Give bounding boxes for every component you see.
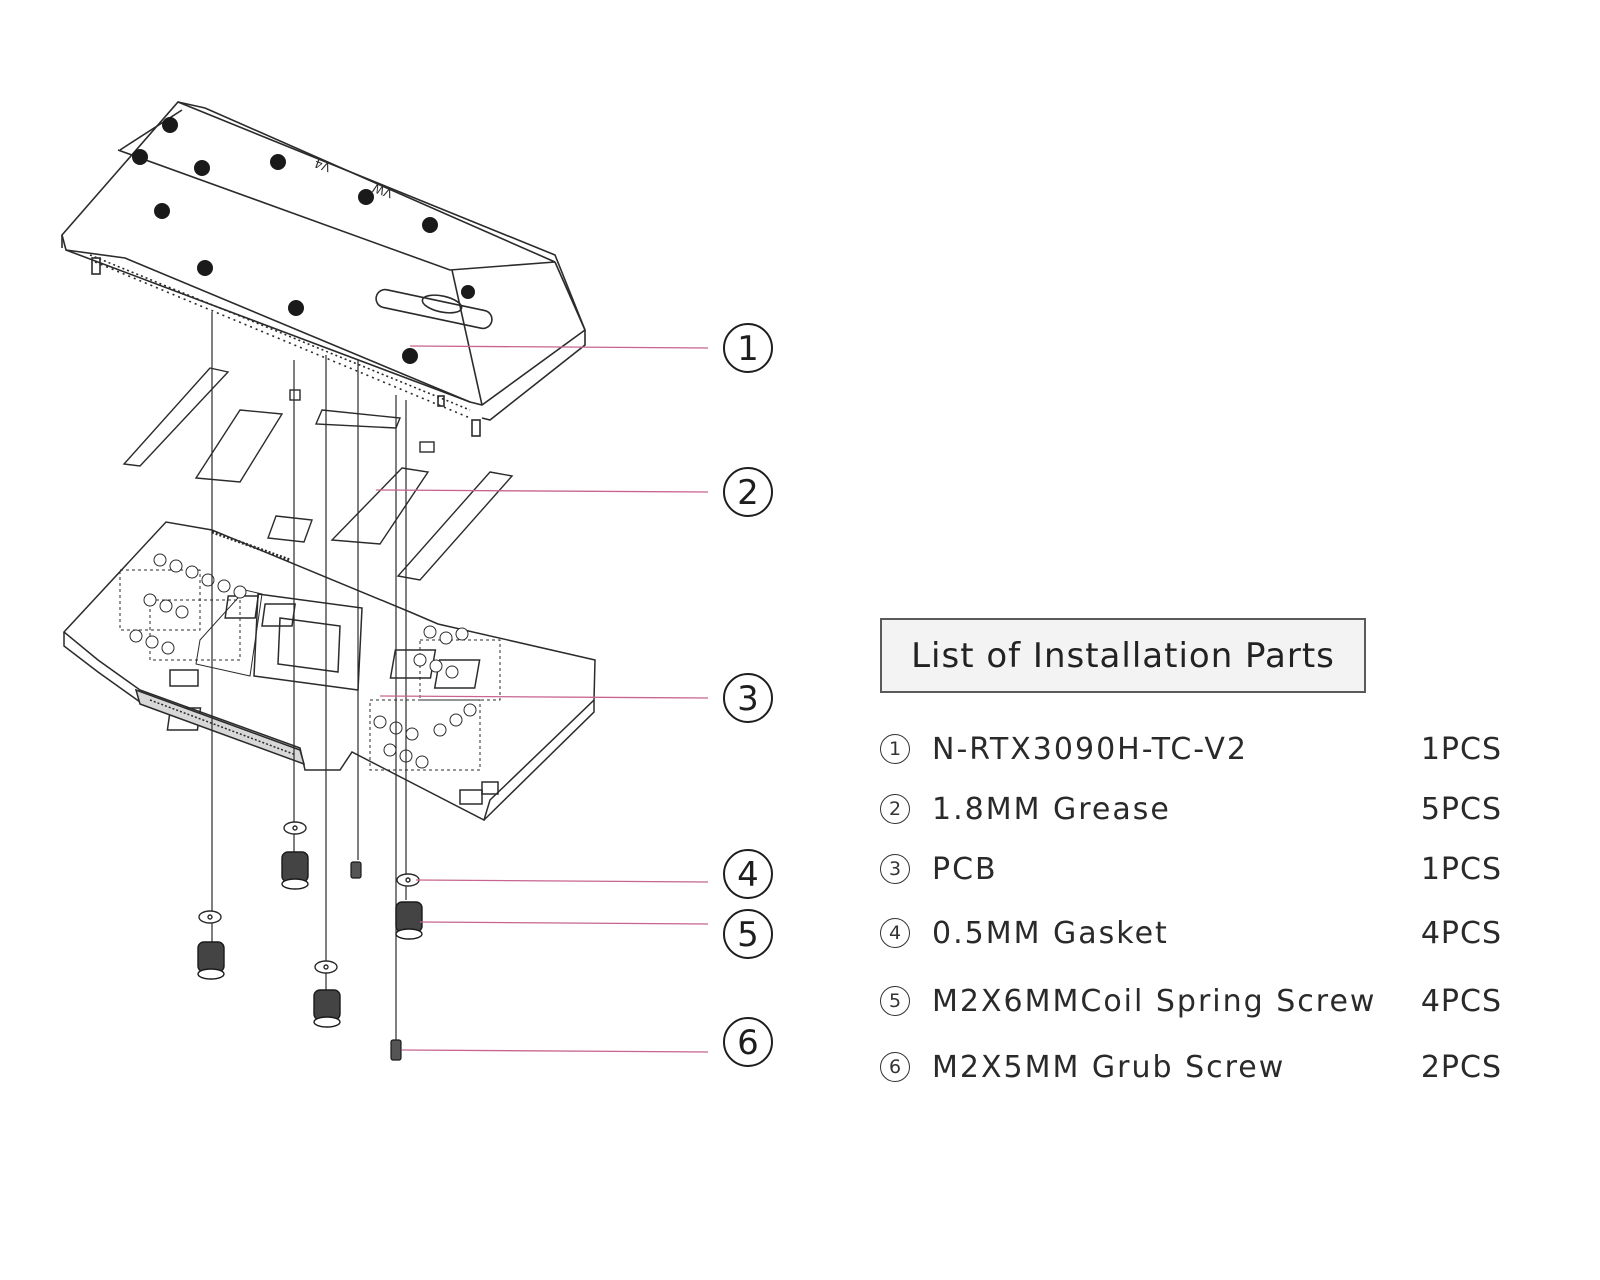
part-quantity: 2PCS bbox=[1420, 1049, 1502, 1085]
part-name: 0.5MM Gasket bbox=[932, 915, 1169, 951]
callout-3-label: 3 bbox=[737, 679, 759, 719]
part-name: N-RTX3090H-TC-V2 bbox=[932, 731, 1248, 767]
parts-list-title: List of Installation Parts bbox=[911, 635, 1335, 676]
part-quantity: 1PCS bbox=[1420, 731, 1502, 767]
part-number-badge: 2 bbox=[880, 794, 910, 824]
pcb bbox=[62, 521, 596, 822]
svg-text:VW: VW bbox=[371, 181, 395, 201]
part-quantity: 1PCS bbox=[1420, 851, 1502, 887]
parts-list-title-box: List of Installation Parts bbox=[880, 618, 1366, 693]
callout-1: 1 bbox=[723, 323, 773, 373]
exploded-assembly-diagram: V4 VW bbox=[61, 101, 773, 1067]
part-name: 1.8MM Grease bbox=[932, 791, 1171, 827]
callouts: 1 2 3 4 5 6 bbox=[723, 323, 773, 1067]
callout-3: 3 bbox=[723, 673, 773, 723]
water-block: V4 VW bbox=[61, 101, 586, 437]
gaskets bbox=[198, 821, 420, 974]
part-number-badge: 4 bbox=[880, 918, 910, 948]
assembly-guide-lines bbox=[211, 312, 407, 1050]
part-name: PCB bbox=[932, 851, 998, 887]
callout-1-label: 1 bbox=[737, 329, 759, 369]
part-name: M2X6MMCoil Spring Screw bbox=[932, 983, 1377, 1019]
parts-list-item: 2 1.8MM Grease 5PCS bbox=[880, 779, 1560, 839]
parts-list-item: 3 PCB 1PCS bbox=[880, 839, 1560, 899]
parts-list-item: 1 N-RTX3090H-TC-V2 1PCS bbox=[880, 719, 1560, 779]
callout-6: 6 bbox=[723, 1017, 773, 1067]
callout-4: 4 bbox=[723, 849, 773, 899]
part-quantity: 5PCS bbox=[1420, 791, 1502, 827]
water-block-screw-holes bbox=[132, 117, 475, 364]
part-number-badge: 6 bbox=[880, 1052, 910, 1082]
callout-5-label: 5 bbox=[737, 915, 759, 955]
svg-text:V4: V4 bbox=[313, 156, 333, 175]
callout-4-label: 4 bbox=[737, 855, 759, 895]
thermal-pads bbox=[122, 367, 514, 581]
spring-screws bbox=[197, 851, 423, 1028]
part-number-badge: 5 bbox=[880, 986, 910, 1016]
callout-2: 2 bbox=[723, 467, 773, 517]
parts-list: 1 N-RTX3090H-TC-V2 1PCS 2 1.8MM Grease 5… bbox=[880, 719, 1560, 1099]
installation-parts-panel: List of Installation Parts 1 N-RTX3090H-… bbox=[880, 618, 1560, 1099]
part-name: M2X5MM Grub Screw bbox=[932, 1049, 1286, 1085]
part-number-badge: 1 bbox=[880, 734, 910, 764]
parts-list-item: 4 0.5MM Gasket 4PCS bbox=[880, 899, 1560, 967]
callout-6-label: 6 bbox=[737, 1023, 759, 1063]
callout-2-label: 2 bbox=[737, 473, 759, 513]
parts-list-item: 5 M2X6MMCoil Spring Screw 4PCS bbox=[880, 967, 1560, 1035]
parts-list-item: 6 M2X5MM Grub Screw 2PCS bbox=[880, 1035, 1560, 1099]
part-quantity: 4PCS bbox=[1420, 915, 1502, 951]
callout-5: 5 bbox=[723, 909, 773, 959]
leader-lines bbox=[375, 345, 709, 1053]
part-quantity: 4PCS bbox=[1420, 983, 1502, 1019]
grub-screws bbox=[350, 861, 402, 1061]
part-number-badge: 3 bbox=[880, 854, 910, 884]
